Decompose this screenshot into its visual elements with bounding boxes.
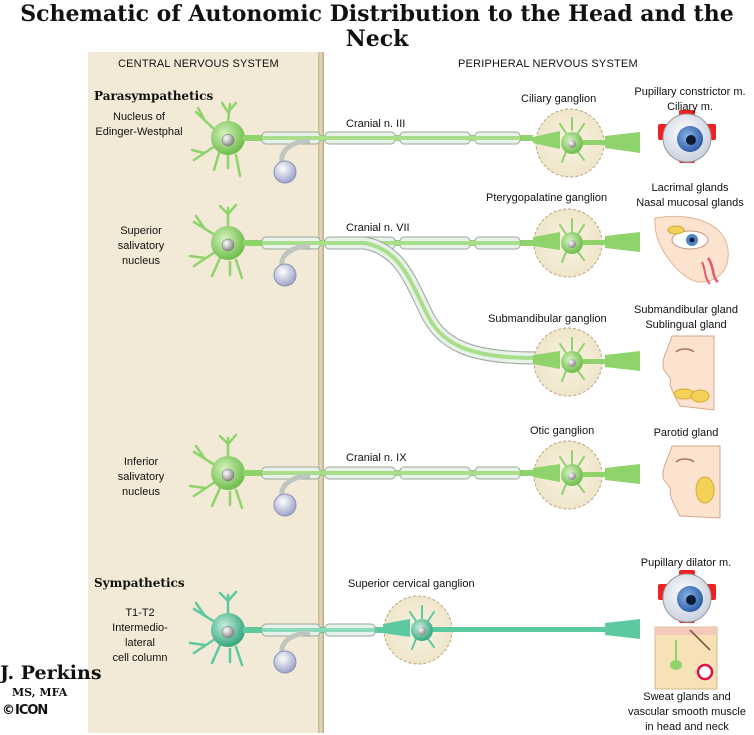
neuron-1-nucleus — [221, 133, 235, 147]
cns-boundary — [318, 52, 324, 733]
parasympathetics-heading: Parasympathetics — [94, 89, 214, 103]
credit-logo: ©ICON — [2, 703, 48, 718]
pupillary-constrictor-label: Pupillary constrictor m.Ciliary m. — [634, 86, 746, 113]
sweat-gland-target — [654, 626, 718, 690]
diagram-title: Schematic of Autonomic Distribution to t… — [20, 1, 734, 52]
pathway-sympathetic — [188, 570, 718, 690]
cranial-nerve-9-label: Cranial n. IX — [346, 452, 407, 464]
pathway-cn7 — [188, 203, 729, 411]
parotid-target — [662, 445, 721, 519]
superior-cervical-ganglion-label: Superior cervical ganglion — [348, 578, 475, 590]
credit-degree: MS, MFA — [12, 686, 68, 699]
cns-header: CENTRAL NERVOUS SYSTEM — [118, 58, 279, 70]
icon-logo: ICON — [15, 703, 48, 718]
neuron-1-dendrites — [190, 101, 242, 178]
sympathetics-heading: Sympathetics — [94, 576, 185, 590]
eye-target-1 — [658, 110, 716, 163]
lacrimal-target — [654, 215, 729, 285]
pathway-cn3 — [190, 101, 716, 184]
neuron-1-terminal — [273, 160, 297, 184]
cranial-nerve-7-label: Cranial n. VII — [346, 222, 410, 234]
pns-header: PERIPHERAL NERVOUS SYSTEM — [458, 58, 638, 70]
parotid-label: Parotid gland — [653, 427, 719, 439]
ciliary-ganglion-label: Ciliary ganglion — [521, 93, 597, 105]
eye-target-2 — [658, 570, 716, 623]
submandibular-ganglion-label: Submandibular ganglion — [488, 313, 607, 325]
pathway-cn9 — [188, 433, 721, 519]
neuron-2-dendrites — [188, 203, 244, 280]
pupillary-dilator-label: Pupillary dilator m. — [640, 557, 732, 569]
credit-name: J. Perkins — [0, 662, 102, 684]
pterygopalatine-ganglion-label: Pterygopalatine ganglion — [486, 192, 608, 204]
cranial-nerve-3-label: Cranial n. III — [346, 118, 406, 130]
submandibular-target — [662, 335, 715, 411]
otic-ganglion-label: Otic ganglion — [530, 425, 595, 437]
copyright-icon: © — [2, 703, 15, 718]
